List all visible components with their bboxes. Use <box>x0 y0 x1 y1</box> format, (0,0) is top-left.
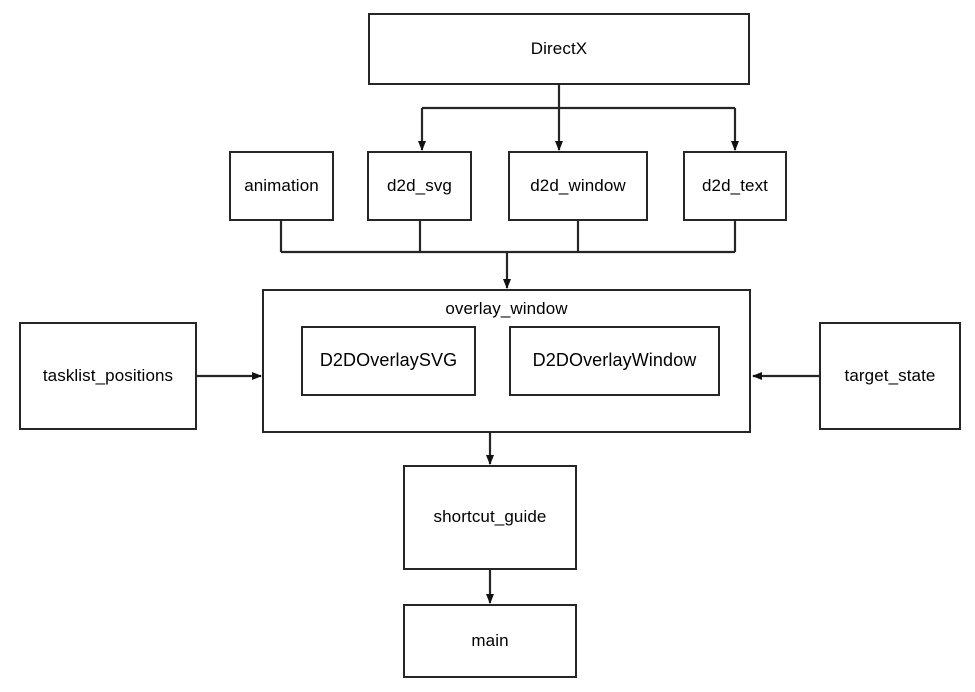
node-animation-label: animation <box>244 175 319 195</box>
node-d2d-overlay-svg[interactable]: D2DOverlaySVG <box>301 326 476 396</box>
node-d2d-overlay-svg-label: D2DOverlaySVG <box>319 350 458 371</box>
node-target-state-label: target_state <box>844 365 936 385</box>
node-d2d-text[interactable]: d2d_text <box>683 151 787 221</box>
node-animation[interactable]: animation <box>229 151 334 221</box>
node-directx-label: DirectX <box>530 38 588 58</box>
node-directx[interactable]: DirectX <box>368 13 750 85</box>
node-shortcut-guide-label: shortcut_guide <box>433 507 547 527</box>
node-d2d-text-label: d2d_text <box>701 175 769 195</box>
node-d2d-overlay-window-label: D2DOverlayWindow <box>532 350 697 371</box>
node-main[interactable]: main <box>403 604 577 678</box>
node-target-state[interactable]: target_state <box>819 322 961 430</box>
node-shortcut-guide[interactable]: shortcut_guide <box>403 465 577 570</box>
node-overlay-window[interactable]: overlay_window D2DOverlaySVG D2DOverlayW… <box>262 289 751 433</box>
node-d2d-overlay-window[interactable]: D2DOverlayWindow <box>509 326 720 396</box>
node-tasklist-positions[interactable]: tasklist_positions <box>19 322 197 430</box>
node-tasklist-positions-label: tasklist_positions <box>42 365 174 385</box>
node-overlay-window-label: overlay_window <box>445 299 568 318</box>
node-d2d-svg-label: d2d_svg <box>387 175 452 195</box>
node-d2d-window-label: d2d_window <box>530 175 626 195</box>
node-main-label: main <box>471 630 509 650</box>
node-d2d-svg[interactable]: d2d_svg <box>367 151 472 221</box>
node-d2d-window[interactable]: d2d_window <box>508 151 648 221</box>
